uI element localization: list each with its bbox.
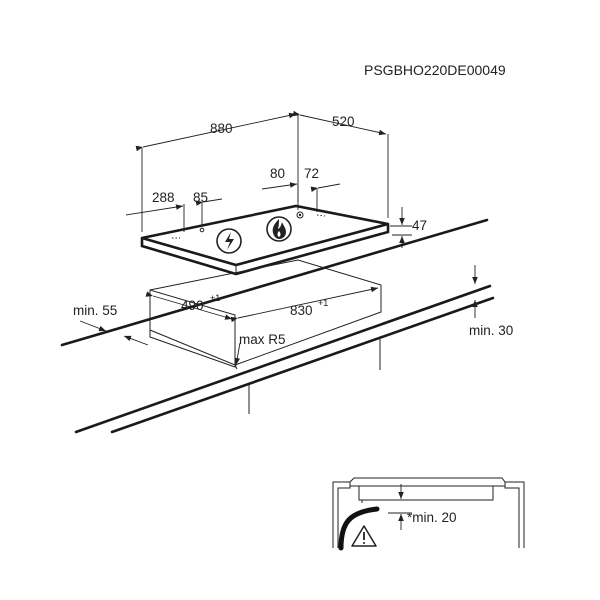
dim-72-label: 72 (304, 166, 319, 181)
dim-min-30-label: min. 30 (469, 323, 513, 338)
product-code: PSGBHO220DE00049 (364, 62, 506, 78)
dim-520-label: 520 (332, 114, 355, 129)
dim-288-label: 288 (152, 190, 175, 205)
dim-490: 490 +1 (145, 291, 233, 320)
worktop (60, 218, 495, 434)
dim-80-72: 80 72 (261, 166, 341, 212)
dim-min-20-label: *min. 20 (407, 510, 457, 525)
dim-min-55-label: min. 55 (73, 303, 117, 318)
dim-47-label: 47 (412, 218, 427, 233)
dim-830-label: 830 (290, 303, 313, 318)
dim-288-85: 288 85 (125, 190, 223, 232)
dim-min-30: min. 30 (469, 265, 513, 338)
dim-85-label: 85 (193, 190, 208, 205)
dim-80-label: 80 (270, 166, 285, 181)
dim-max-r5: max R5 (234, 332, 286, 366)
gas-flame-icon (266, 216, 292, 242)
electric-connection-icon (216, 228, 242, 254)
side-section-detail (332, 477, 525, 551)
hob-outline (140, 204, 390, 276)
max-r5-label: max R5 (239, 332, 286, 347)
dim-830: 830 +1 (230, 286, 379, 323)
dim-880-label: 880 (210, 121, 233, 136)
warning-triangle-icon (351, 525, 377, 547)
dim-830-tolerance: +1 (318, 298, 328, 308)
hob-surface-marks (172, 211, 326, 239)
dim-47: 47 (390, 207, 427, 248)
worktop-cutout (149, 259, 382, 370)
dim-min-55: min. 55 (73, 303, 149, 346)
dim-490-tolerance: +1 (210, 293, 220, 303)
dim-min-20: *min. 20 (388, 484, 457, 530)
dim-520: 520 (292, 110, 389, 218)
dim-490-label: 490 (181, 298, 204, 313)
